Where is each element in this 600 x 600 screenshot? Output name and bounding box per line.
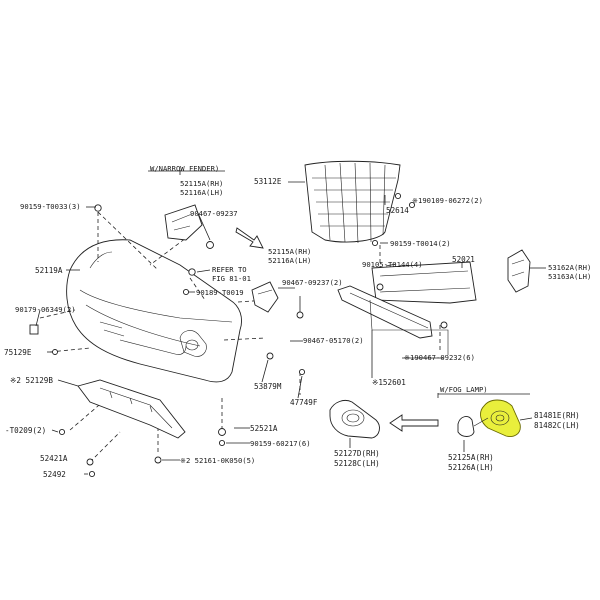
label-52125a-rh: 52125A(RH) — [448, 453, 494, 462]
side-bracket — [507, 249, 531, 293]
lower-absorber — [77, 379, 186, 439]
label-52127d-rh: 52127D(RH) — [334, 449, 380, 458]
label-90159-60217: 90159-60217(6) — [250, 439, 311, 448]
fasteners — [29, 192, 448, 478]
label-52492: 52492 — [43, 470, 66, 479]
label-leaders — [35, 170, 546, 475]
label-47749f: 47749F — [290, 398, 318, 407]
label-52021: 52021 — [452, 255, 475, 264]
fog-lamp-highlighted — [457, 399, 521, 437]
label-53162a-rh: 53162A(RH) — [548, 263, 592, 272]
label-90467-09237-a: 90467-09237 — [190, 209, 238, 218]
label-52126a-lh: 52126A(LH) — [448, 463, 494, 472]
bumper-reinforcement — [371, 261, 477, 304]
label-90159-t0014: 90159-T0014(2) — [390, 239, 451, 248]
label-81482c-lh: 81482C(LH) — [534, 421, 580, 430]
label-52116a-lh-2: 52116A(LH) — [268, 256, 312, 265]
label-52116a-lh-1: 52116A(LH) — [180, 188, 224, 197]
label-wfog-lamp: W/FOG LAMP) — [440, 385, 488, 394]
fog-lamp-cover — [329, 399, 380, 439]
label-190467-09232: ※190467-09232(6) — [404, 353, 475, 362]
upper-brackets — [164, 204, 279, 313]
label-refer-to: REFER TO — [212, 265, 247, 274]
label-90189-t0019: 90189-T0019 — [196, 288, 244, 297]
label-152601: ※152601 — [372, 378, 406, 387]
label-190109-06272: ※190109-06272(2) — [412, 196, 483, 205]
label-52421a: 52421A — [40, 454, 68, 463]
lower-support — [337, 285, 449, 355]
direction-arrows — [235, 227, 439, 432]
label-90105-t0144: 90105-T0144(4) — [362, 260, 423, 269]
label-90467-09237-b: 90467-09237(2) — [282, 278, 343, 287]
label-75129e: 75129E — [4, 348, 32, 357]
bumper-cover — [66, 239, 242, 383]
label-53112e: 53112E — [254, 177, 282, 186]
label-90159-t0033: 90159-T0033(3) — [20, 202, 81, 211]
grille — [304, 160, 401, 244]
label-52128c-lh: 52128C(LH) — [334, 459, 380, 468]
label-52129b: ※2 52129B — [10, 376, 53, 385]
label-fig-81-01: FIG 81-01 — [212, 274, 251, 283]
label-81481e-rh: 81481E(RH) — [534, 411, 580, 420]
label-t0209: -T0209(2) — [5, 426, 47, 435]
label-90179-06349: 90179-06349(2) — [15, 305, 76, 314]
label-53163a-lh: 53163A(LH) — [548, 272, 592, 281]
label-52119a: 52119A — [35, 266, 63, 275]
label-52614: 52614 — [386, 206, 409, 215]
label-52115a-rh-2: 52115A(RH) — [268, 247, 312, 256]
label-wnarrow-fender: W/NARROW FENDER) — [150, 164, 220, 173]
label-52521a: 52521A — [250, 424, 278, 433]
label-53879m: 53879M — [254, 382, 282, 391]
label-52115a-rh-1: 52115A(RH) — [180, 179, 224, 188]
label-90467-05170: 90467-05170(2) — [303, 336, 364, 345]
label-52161-0k050: ※2 52161-0K050(5) — [180, 456, 256, 465]
